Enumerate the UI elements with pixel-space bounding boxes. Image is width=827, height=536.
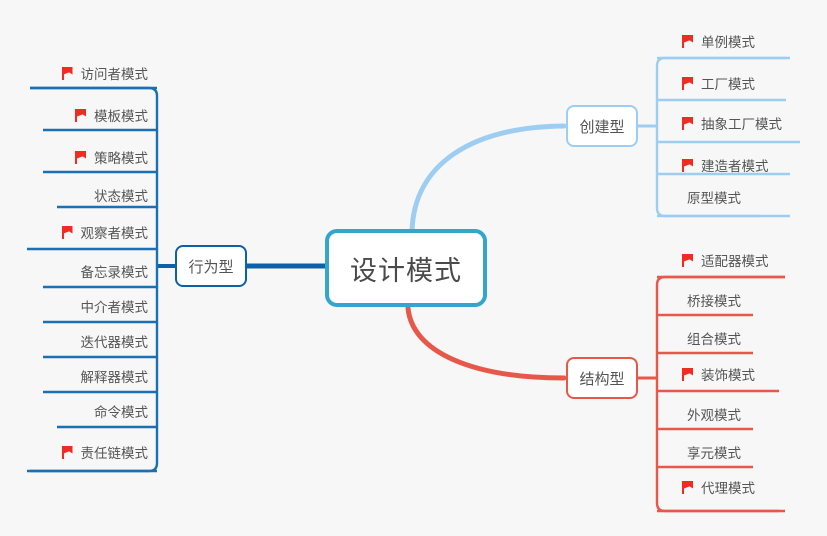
- leaf-label: 解释器模式: [80, 370, 149, 385]
- flag-icon-placeholder: [668, 294, 681, 307]
- leaf-label: 桥接模式: [687, 294, 741, 309]
- flag-icon-placeholder: [62, 265, 75, 278]
- leaf-label: 组合模式: [687, 332, 741, 347]
- leaf-label: 观察者模式: [80, 226, 149, 241]
- leaf-label: 原型模式: [687, 191, 741, 206]
- leaf-label: 迭代器模式: [80, 335, 149, 350]
- spine-structural: [655, 275, 785, 513]
- flag-icon-placeholder: [668, 332, 681, 345]
- leaf-label: 状态模式: [94, 189, 148, 204]
- leaf-structural-6[interactable]: 代理模式: [682, 477, 755, 497]
- leaf-creational-1[interactable]: 工厂模式: [682, 73, 755, 93]
- leaf-behavioral-9[interactable]: 命令模式: [75, 401, 148, 421]
- leaf-label: 享元模式: [687, 446, 741, 461]
- flag-icon-placeholder: [668, 191, 681, 204]
- leaf-behavioral-6[interactable]: 中介者模式: [62, 296, 149, 316]
- leaf-behavioral-7[interactable]: 迭代器模式: [62, 331, 149, 351]
- flag-icon: [682, 367, 695, 381]
- root-node-label: 设计模式: [350, 255, 462, 286]
- leaf-label: 适配器模式: [701, 254, 769, 269]
- flag-icon-placeholder: [75, 189, 88, 202]
- flag-icon: [75, 108, 88, 122]
- connector-root-structural: [405, 305, 567, 381]
- leaf-label: 单例模式: [701, 35, 755, 50]
- leaf-structural-0[interactable]: 适配器模式: [682, 250, 769, 270]
- flag-icon: [682, 34, 695, 48]
- leaf-label: 工厂模式: [701, 77, 755, 92]
- leaf-structural-3[interactable]: 装饰模式: [682, 364, 755, 384]
- leaf-structural-5[interactable]: 享元模式: [668, 442, 741, 462]
- flag-icon: [61, 445, 75, 459]
- leaf-creational-4[interactable]: 原型模式: [668, 187, 741, 207]
- leaf-behavioral-4[interactable]: 观察者模式: [61, 222, 149, 242]
- flag-icon: [682, 158, 695, 172]
- leaf-behavioral-8[interactable]: 解释器模式: [62, 366, 149, 386]
- branch-node-behavioral[interactable]: 行为型: [175, 245, 247, 287]
- leaf-behavioral-1[interactable]: 模板模式: [75, 105, 148, 125]
- root-node[interactable]: 设计模式: [325, 229, 487, 307]
- underlines-structural: [657, 275, 785, 513]
- leaf-label: 责任链模式: [80, 446, 149, 461]
- leaf-creational-2[interactable]: 抽象工厂模式: [682, 113, 782, 133]
- branch-node-behavioral-label: 行为型: [188, 258, 234, 276]
- leaf-structural-1[interactable]: 桥接模式: [668, 290, 741, 310]
- flag-icon-placeholder: [668, 408, 681, 421]
- flag-icon-placeholder: [62, 335, 75, 348]
- branch-node-creational-label: 创建型: [579, 118, 625, 136]
- branch-node-creational[interactable]: 创建型: [566, 105, 638, 147]
- leaf-label: 代理模式: [701, 481, 755, 496]
- flag-icon: [61, 225, 75, 239]
- connector-root-creational: [409, 123, 567, 234]
- leaf-structural-4[interactable]: 外观模式: [668, 404, 741, 424]
- flag-icon: [75, 150, 88, 164]
- leaf-behavioral-2[interactable]: 策略模式: [75, 147, 148, 167]
- leaf-behavioral-0[interactable]: 访问者模式: [61, 63, 149, 83]
- branch-node-structural-label: 结构型: [579, 370, 625, 388]
- leaf-label: 访问者模式: [80, 67, 149, 82]
- flag-icon-placeholder: [62, 370, 75, 383]
- flag-icon: [682, 116, 695, 130]
- flag-icon: [682, 480, 695, 494]
- leaf-label: 建造者模式: [701, 159, 769, 174]
- flag-icon-placeholder: [668, 446, 681, 459]
- flag-icon: [682, 76, 695, 90]
- leaf-behavioral-10[interactable]: 责任链模式: [61, 442, 149, 462]
- flag-icon: [682, 253, 695, 267]
- flag-icon-placeholder: [62, 300, 75, 313]
- leaf-structural-2[interactable]: 组合模式: [668, 328, 741, 348]
- leaf-label: 抽象工厂模式: [701, 117, 782, 132]
- leaf-behavioral-3[interactable]: 状态模式: [75, 185, 148, 205]
- flag-icon-placeholder: [75, 405, 88, 418]
- leaf-label: 装饰模式: [701, 368, 755, 383]
- leaf-creational-3[interactable]: 建造者模式: [682, 155, 769, 175]
- leaf-creational-0[interactable]: 单例模式: [682, 31, 755, 51]
- branch-node-structural[interactable]: 结构型: [566, 357, 638, 399]
- leaf-behavioral-5[interactable]: 备忘录模式: [62, 261, 149, 281]
- leaf-label: 备忘录模式: [80, 265, 149, 280]
- leaf-label: 策略模式: [94, 151, 148, 166]
- flag-icon: [61, 66, 75, 80]
- leaf-label: 外观模式: [687, 408, 741, 423]
- leaf-label: 模板模式: [94, 109, 148, 124]
- leaf-label: 中介者模式: [80, 300, 149, 315]
- leaf-label: 命令模式: [94, 405, 148, 420]
